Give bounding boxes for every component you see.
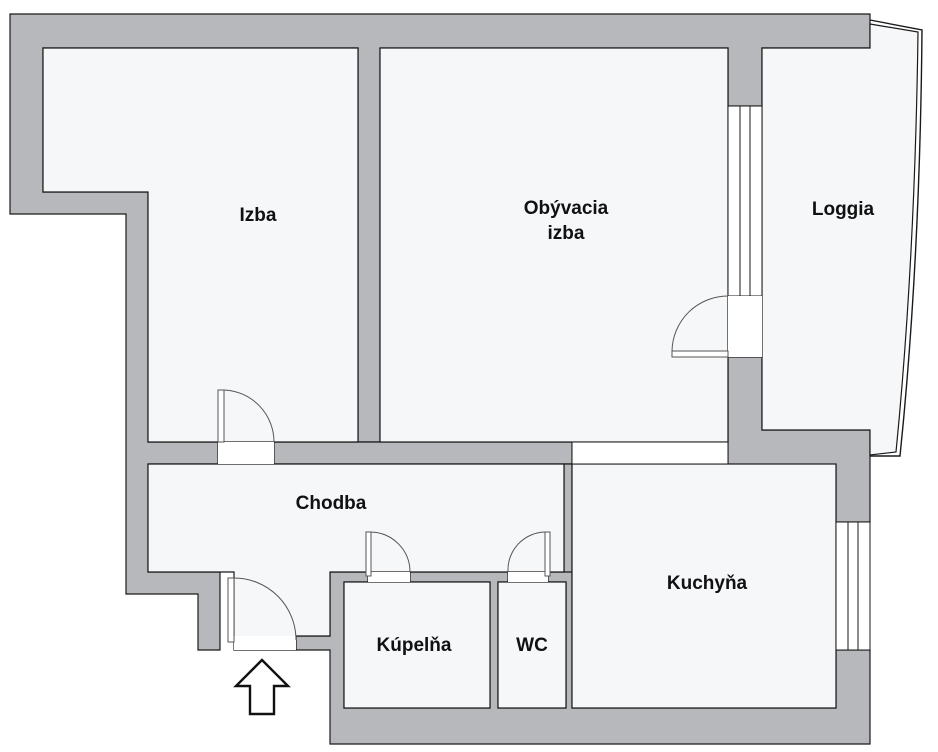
door-leaf-izba [217,389,225,443]
floor-wc [497,581,567,709]
floor-kuchyna [571,463,837,709]
floor-obyvacia-izba [379,47,729,443]
window-kuchyna [835,521,871,651]
room-label-kuchyna: Kuchyňa [667,573,748,594]
floors [42,23,919,709]
door-leaf-entrance [227,577,235,643]
walls [9,13,871,745]
room-label-loggia: Loggia [812,199,875,220]
door-swing-entrance [233,577,297,641]
floor-loggia [761,23,919,456]
room-label-kupelna: Kúpelňa [377,635,452,656]
door-swing-kupelna [370,531,411,573]
door-opening-wc [508,572,548,582]
door-leaf-loggia [671,350,729,358]
loggia-glazing [869,19,923,457]
wall-chodba-top [273,441,573,465]
door-swing-loggia [671,295,729,352]
door-opening-entrance [234,636,296,650]
floor-izba [42,47,359,443]
wall-chodba-kitchen [563,463,573,581]
opening-obyvacia-kuchyna [571,441,729,465]
door-opening-kupelna [368,572,410,582]
room-label-izba: Izba [240,205,277,226]
door-swing-izba [223,389,275,443]
room-label-obyvacia-line2: izba [548,223,585,244]
entrance-arrow-icon [233,658,291,716]
door-swing-wc [507,531,546,573]
door-leaf-kupelna [365,531,372,577]
door-opening-izba [218,442,274,464]
door-leaf-wc [544,531,551,577]
room-label-chodba: Chodba [296,493,367,514]
floor-kupelna [343,581,491,709]
window-obyvacia-loggia [727,105,763,297]
room-label-obyvacia-line1: Obývacia [524,198,609,219]
door-opening-loggia [728,296,762,357]
doors [217,295,762,650]
windows [571,105,871,651]
room-label-wc: WC [516,635,548,656]
